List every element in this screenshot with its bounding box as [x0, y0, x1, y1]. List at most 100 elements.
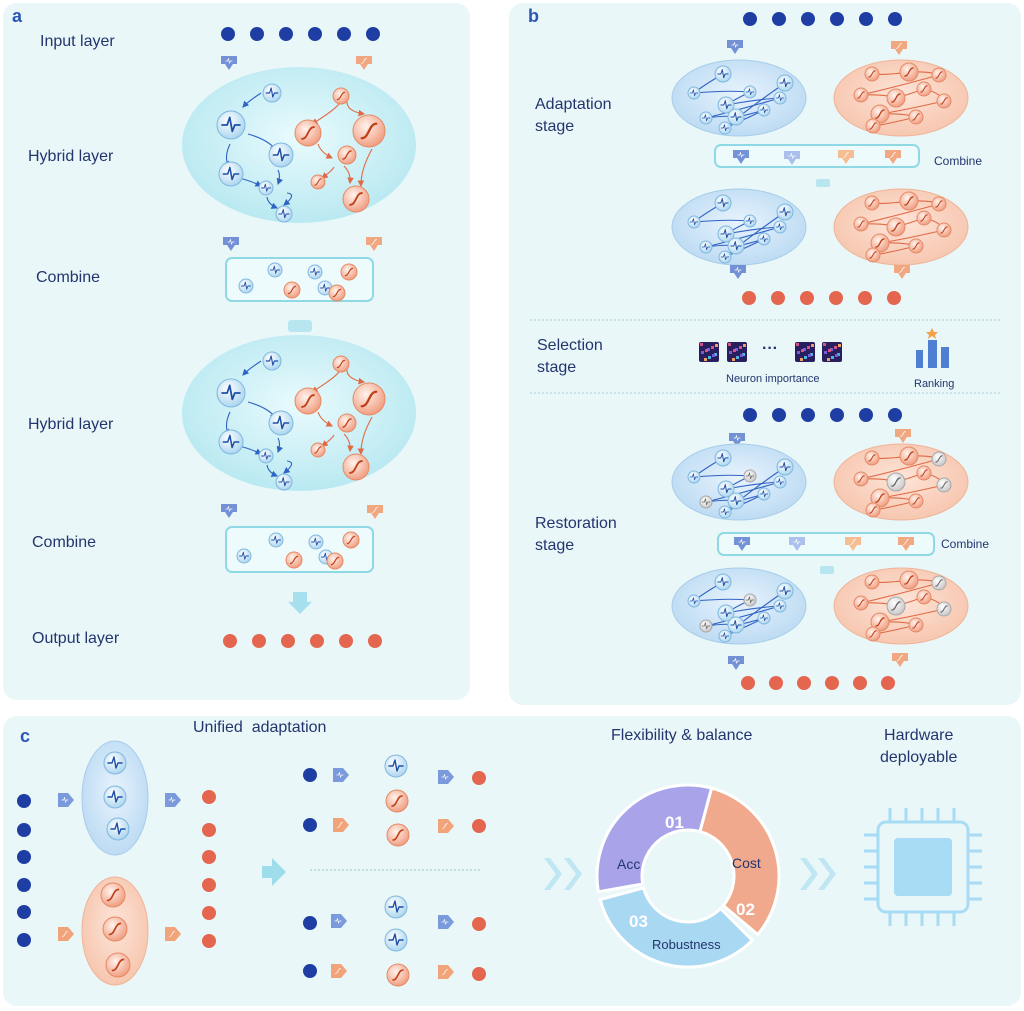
ann-neuron	[326, 552, 344, 570]
snn-neuron	[776, 74, 794, 92]
snn-connection	[242, 92, 262, 108]
input-node	[830, 408, 844, 422]
snn-neuron	[718, 505, 732, 519]
ann-neuron	[916, 81, 932, 97]
output-node	[202, 934, 216, 948]
spike-icon	[310, 267, 320, 276]
spike-icon	[745, 472, 755, 480]
ann-neuron	[342, 185, 370, 213]
spike-icon	[388, 759, 404, 772]
cycle-number-02: 02	[736, 900, 755, 919]
spike-icon	[689, 597, 699, 605]
sigmoid-icon	[349, 460, 363, 474]
down-arrow-shape	[729, 433, 745, 447]
importance-pixel	[831, 356, 834, 359]
snn-neuron	[717, 604, 735, 622]
spike-icon	[775, 602, 785, 610]
importance-pixel	[801, 349, 804, 352]
sigmoid-icon	[346, 535, 356, 545]
sigmoid-icon	[442, 969, 448, 975]
down-arrow-shape	[894, 265, 910, 279]
importance-pixel	[714, 353, 717, 356]
output-node	[853, 676, 867, 690]
importance-pixel	[823, 343, 826, 346]
sigmoid-icon	[169, 931, 175, 937]
ann-layer-out-arrow-icon	[367, 505, 383, 519]
input-node	[308, 27, 322, 41]
output-node	[202, 878, 216, 892]
sigmoid-icon	[900, 431, 906, 437]
ann-connection	[321, 166, 335, 179]
sigmoid-icon	[111, 958, 125, 972]
snn-neuron	[718, 250, 732, 264]
combine-arrow-icon	[838, 150, 854, 164]
input-node	[859, 12, 873, 26]
spike-icon	[730, 112, 742, 122]
importance-pixel	[701, 351, 704, 354]
spike-icon	[720, 508, 730, 516]
ranking-bar	[916, 350, 923, 368]
snn-neuron	[727, 108, 745, 126]
snn-neuron	[218, 429, 244, 455]
sigmoid-icon	[342, 150, 352, 160]
sigmoid-icon	[332, 288, 342, 298]
ann-neuron	[102, 916, 128, 942]
spike-icon	[733, 434, 741, 441]
spike-icon	[738, 538, 746, 545]
spike-icon	[730, 620, 742, 630]
sigmoid-icon	[875, 493, 885, 503]
ann-neuron	[936, 93, 952, 109]
ann-connection	[343, 433, 354, 453]
spike-icon	[745, 596, 755, 604]
importance-pixel	[733, 349, 736, 352]
ann-neuron	[294, 387, 322, 415]
spike-icon	[717, 198, 729, 208]
sigmoid-icon	[857, 220, 865, 228]
sigmoid-icon	[287, 285, 297, 295]
input-node	[743, 408, 757, 422]
spike-icon	[701, 622, 711, 630]
neuron-importance-label: Neuron importance	[726, 373, 820, 385]
input-node	[17, 933, 31, 947]
input-node	[17, 794, 31, 808]
ranking-label: Ranking	[914, 378, 955, 390]
output-node	[202, 823, 216, 837]
output-node	[829, 291, 843, 305]
snn-neuron	[773, 475, 787, 489]
snn-neuron	[268, 532, 284, 548]
ann-layer-out-arrow-icon	[366, 237, 382, 251]
right-arrow-icon	[333, 768, 349, 782]
ranking-bar	[928, 340, 937, 368]
pruned-neuron	[886, 472, 906, 492]
snn-neuron	[687, 594, 701, 608]
right-arrow-icon	[438, 915, 454, 929]
down-arrow-shape	[366, 237, 382, 251]
importance-pixel	[838, 344, 841, 347]
snn-neuron	[262, 351, 282, 371]
ann-neuron	[865, 626, 881, 642]
spike-icon	[221, 116, 241, 133]
importance-pixel	[834, 346, 837, 349]
spike-icon	[779, 78, 791, 88]
ann-neuron	[294, 119, 322, 147]
sigmoid-icon	[108, 922, 122, 936]
snn-neuron	[714, 194, 732, 212]
ann-neuron	[864, 195, 880, 211]
ann-neuron	[352, 114, 386, 148]
ranking-bar	[941, 347, 949, 368]
ann-connection	[357, 148, 373, 188]
panel-a-letter: a	[12, 6, 23, 26]
sigmoid-icon	[940, 481, 948, 489]
snn-neuron	[718, 629, 732, 643]
right-arrow-icon	[58, 793, 74, 807]
sigmoid-icon	[301, 126, 315, 140]
combine-box-b-1	[714, 144, 920, 168]
output-node	[797, 676, 811, 690]
spike-icon	[265, 355, 279, 366]
down-arrow-shape	[891, 41, 907, 55]
spike-icon	[225, 57, 233, 64]
snn-neuron	[103, 751, 127, 775]
pruned-neuron	[931, 451, 947, 467]
spike-icon	[759, 235, 769, 243]
cycle-number-03: 03	[629, 912, 648, 931]
